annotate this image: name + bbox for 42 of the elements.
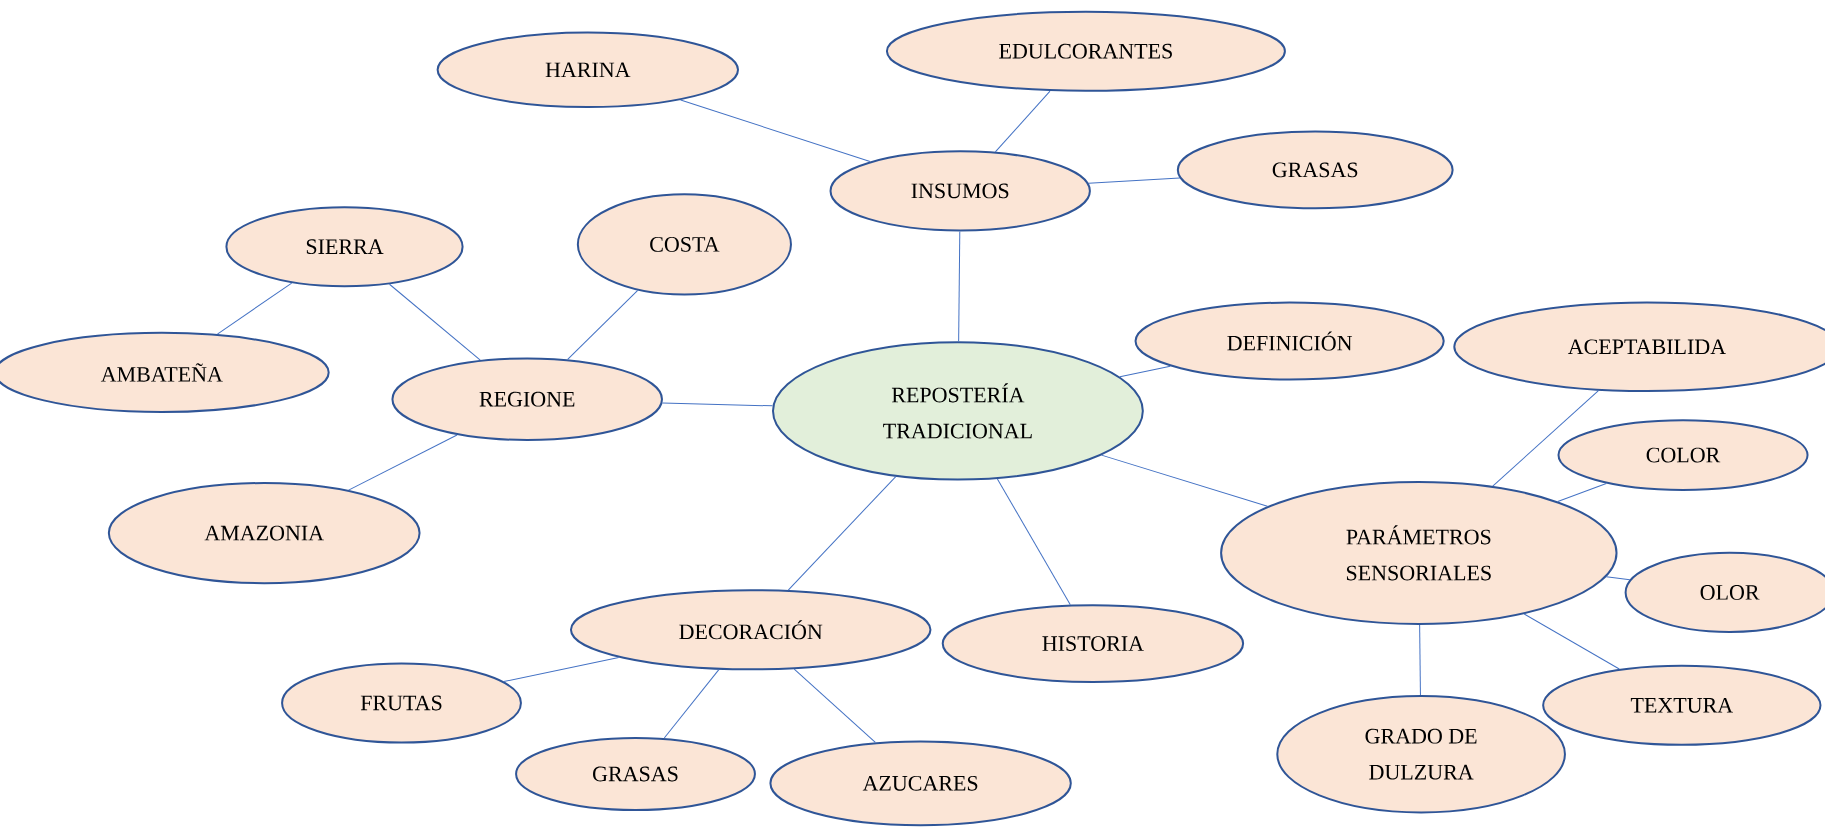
ellipse-node: DECORACIÓN — [569, 589, 932, 671]
connector-line — [1605, 576, 1631, 581]
connector-line — [503, 656, 620, 683]
connector-line — [389, 283, 481, 361]
connector-line — [1557, 483, 1607, 502]
ellipse-node: TEXTURA — [1542, 664, 1822, 746]
ellipse-node: DEFINICIÓN — [1134, 301, 1445, 381]
connector-line — [348, 434, 458, 491]
connector-line — [1101, 454, 1268, 507]
connector-line — [663, 669, 720, 739]
ellipse-node: GRADO DE DULZURA — [1276, 695, 1566, 814]
ellipse-node: PARÁMETROS SENSORIALES — [1220, 480, 1618, 625]
ellipse-node: REGIONE — [391, 357, 663, 441]
ellipse-node: GRASAS — [515, 736, 756, 812]
ellipse-node: ACEPTABILIDA — [1453, 301, 1825, 393]
ellipse-node: COSTA — [576, 193, 792, 296]
connector-line — [567, 289, 639, 360]
ellipse-node: INSUMOS — [829, 150, 1091, 232]
ellipse-node: AMAZONIA — [107, 482, 421, 585]
connector-line — [1419, 624, 1421, 696]
connector-line — [996, 478, 1071, 606]
ellipse-node: FRUTAS — [281, 662, 522, 744]
connector-line — [994, 90, 1051, 153]
ellipse-node: HISTORIA — [941, 604, 1245, 683]
connector-line — [1088, 177, 1181, 184]
connector-line — [787, 476, 897, 591]
connector-line — [661, 402, 773, 407]
connector-line — [680, 99, 871, 163]
connector-line — [1523, 613, 1620, 670]
ellipse-node: OLOR — [1624, 551, 1825, 633]
connector-line — [958, 230, 961, 342]
ellipse-node: HARINA — [436, 31, 739, 109]
ellipse-node: REPOSTERÍA TRADICIONAL — [772, 341, 1144, 481]
ellipse-node: SIERRA — [225, 206, 464, 288]
ellipse-node: GRASAS — [1176, 130, 1454, 210]
connector-line — [793, 668, 876, 743]
ellipse-node: COLOR — [1557, 419, 1809, 491]
connector-line — [216, 282, 293, 335]
ellipse-node: EDULCORANTES — [885, 10, 1286, 92]
ellipse-node: AZUCARES — [769, 740, 1072, 827]
connector-line — [1119, 365, 1171, 378]
connector-line — [1492, 390, 1599, 487]
